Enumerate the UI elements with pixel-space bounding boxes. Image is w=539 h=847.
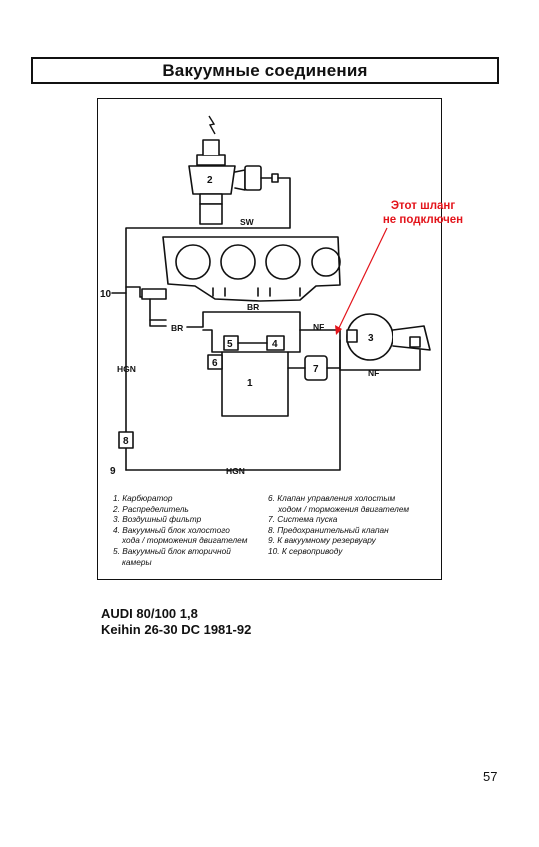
legend-item: 5. Вакуумный блок вторичной <box>113 545 231 556</box>
component-9-label: 9 <box>110 466 116 477</box>
hose-label-br-top: BR <box>247 302 259 312</box>
hose-label-br-left: BR <box>171 323 183 333</box>
red-annotation: Этот шланг не подключен <box>373 199 473 227</box>
legend-left: 1. Карбюратор 2. Распределитель 3. Возду… <box>113 493 263 567</box>
annotation-line-1: Этот шланг <box>390 200 456 212</box>
caption-line-1: AUDI 80/100 1,8 <box>101 606 198 621</box>
component-10-label: 10 <box>100 289 112 300</box>
vehicle-caption: AUDI 80/100 1,8 Keihin 26-30 DC 1981-92 <box>101 606 251 638</box>
component-3-label: 3 <box>368 333 374 344</box>
component-6-label: 6 <box>212 358 218 369</box>
legend-item: 4. Вакуумный блок холостого <box>113 524 230 535</box>
legend-item: хода / торможения двигателем <box>122 535 248 546</box>
hose-label-nf-lower: NF <box>368 368 379 378</box>
legend-item: 2. Распределитель <box>113 503 189 514</box>
legend-item: 10. К сервоприводу <box>268 545 343 556</box>
carburetor-body <box>221 351 289 417</box>
legend-item: 7. Система пуска <box>268 514 338 525</box>
page-title: Вакуумные соединения <box>31 57 499 84</box>
hose-label-nf-upper: NF <box>313 322 324 332</box>
hose-label-sw: SW <box>240 217 255 227</box>
page-number: 57 <box>483 769 498 784</box>
legend-item: 9. К вакуумному резервуару <box>268 535 376 546</box>
legend-item: 8. Предохранительный клапан <box>268 524 389 535</box>
hose-label-hgn-left: HGN <box>117 364 136 374</box>
component-7-label: 7 <box>313 364 319 375</box>
legend-item: 6. Клапан управления холостым <box>268 493 396 503</box>
intake-manifold <box>162 236 341 302</box>
legend-item: 1. Карбюратор <box>113 493 173 503</box>
legend-item: 3. Воздушный фильтр <box>113 514 202 525</box>
legend-item: ходом / торможения двигателем <box>278 503 410 514</box>
annotation-line-2: не подключен <box>382 214 464 226</box>
caption-line-2: Keihin 26-30 DC 1981-92 <box>101 622 252 637</box>
legend-right: 6. Клапан управления холостым ходом / то… <box>268 493 433 557</box>
component-2-label: 2 <box>207 175 213 186</box>
hose-label-hgn-bottom: HGN <box>226 466 245 476</box>
distributor <box>188 139 279 225</box>
component-5-label: 5 <box>227 339 233 350</box>
component-1-label: 1 <box>247 378 253 389</box>
component-8-label: 8 <box>123 436 129 447</box>
component-4-label: 4 <box>272 339 278 350</box>
legend-item: камеры <box>122 556 152 567</box>
figure-frame <box>97 98 442 580</box>
